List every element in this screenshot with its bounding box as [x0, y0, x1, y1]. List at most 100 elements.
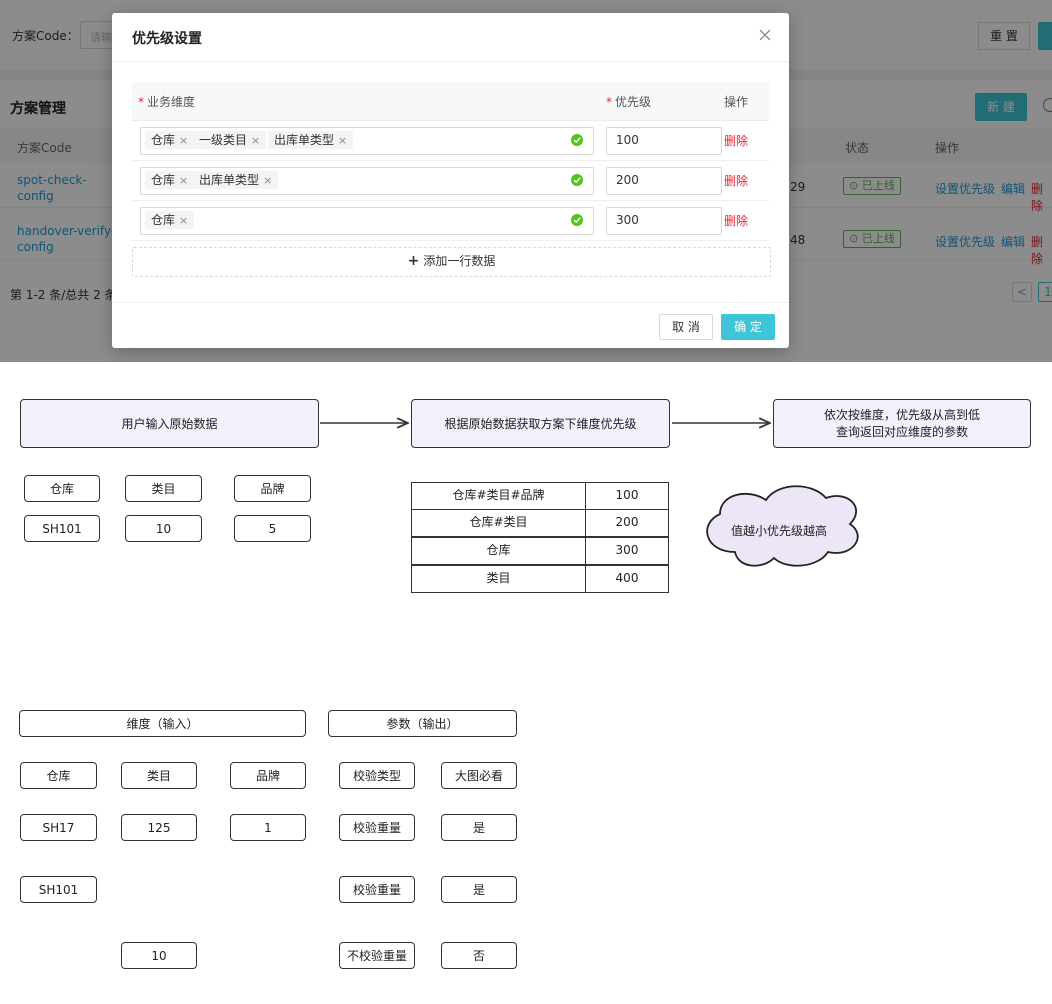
- dimension-header: *业务维度: [138, 95, 196, 109]
- priority-key-cell: 类目: [411, 565, 586, 593]
- input-header-brand: 品牌: [234, 475, 311, 502]
- priority-value-cell: 200: [585, 509, 669, 537]
- dim-cell: 125: [121, 814, 197, 841]
- modal-footer: 取 消 确 定: [112, 302, 789, 349]
- param-cell: 校验重量: [339, 876, 415, 903]
- tag-remove-icon[interactable]: ×: [179, 134, 189, 147]
- modal-title: 优先级设置: [132, 31, 202, 47]
- check-circle-icon: [571, 134, 583, 146]
- cancel-button[interactable]: 取 消: [659, 314, 713, 340]
- priority-settings-modal: 优先级设置 *业务维度 *优先级 操作 仓库× 一级类目× 出库单类型× 100…: [112, 13, 789, 348]
- param-cell: 是: [441, 814, 517, 841]
- cloud-shape: [706, 485, 859, 567]
- dimension-select[interactable]: 仓库× 一级类目× 出库单类型×: [140, 127, 594, 155]
- cloud-note: 值越小优先级越高: [731, 524, 828, 538]
- priority-row: 仓库× 出库单类型× 200 删除: [132, 160, 769, 201]
- priority-value-cell: 300: [585, 537, 669, 565]
- check-circle-icon: [571, 214, 583, 226]
- priority-row: 仓库× 300 删除: [132, 200, 769, 241]
- set-priority-link[interactable]: 设置优先级: [935, 182, 996, 196]
- plan-code-link[interactable]: spot-check-config: [17, 173, 87, 203]
- input-value-brand: 5: [234, 515, 311, 542]
- check-circle-icon: [571, 174, 583, 186]
- dim-col-warehouse: 仓库: [20, 762, 97, 789]
- confirm-button[interactable]: 确 定: [721, 314, 775, 340]
- priority-value-cell: 100: [585, 482, 669, 510]
- reset-button[interactable]: 重 置: [978, 22, 1030, 50]
- list-title: 方案管理: [10, 101, 66, 117]
- dimension-tag: 仓库×: [145, 211, 195, 229]
- priority-input[interactable]: 200: [606, 167, 722, 195]
- tag-remove-icon[interactable]: ×: [179, 214, 189, 227]
- input-value-category: 10: [125, 515, 202, 542]
- priority-input[interactable]: 100: [606, 127, 722, 155]
- tag-remove-icon[interactable]: ×: [263, 174, 273, 187]
- actions-header: 操作: [724, 95, 749, 109]
- priority-value-cell: 400: [585, 565, 669, 593]
- input-header-category: 类目: [125, 475, 202, 502]
- dim-cell: SH17: [20, 814, 97, 841]
- edit-link[interactable]: 编辑: [1001, 235, 1026, 249]
- priority-row: 仓库× 一级类目× 出库单类型× 100 删除: [132, 120, 769, 161]
- dim-col-category: 类目: [121, 762, 197, 789]
- delete-link[interactable]: 删除: [1031, 182, 1044, 213]
- dimension-select[interactable]: 仓库×: [140, 207, 594, 235]
- search-label: 方案Code：: [12, 29, 79, 43]
- step-priority-box: 根据原始数据获取方案下维度优先级: [411, 399, 670, 448]
- param-cell: 是: [441, 876, 517, 903]
- param-cell: 不校验重量: [339, 942, 415, 969]
- close-icon[interactable]: [755, 25, 775, 45]
- dim-cell: 1: [230, 814, 306, 841]
- set-priority-link[interactable]: 设置优先级: [935, 235, 996, 249]
- edit-link[interactable]: 编辑: [1001, 182, 1026, 196]
- priority-header: *优先级: [606, 95, 652, 109]
- delete-row-link[interactable]: 删除: [724, 214, 749, 228]
- param-col-image-required: 大图必看: [441, 762, 517, 789]
- flow-diagram: 用户输入原始数据 根据原始数据获取方案下维度优先级 依次按维度，优先级从高到低查…: [0, 362, 1052, 1004]
- priority-key-cell: 仓库#类目: [411, 509, 586, 537]
- input-value-warehouse: SH101: [24, 515, 100, 542]
- tag-remove-icon[interactable]: ×: [338, 134, 348, 147]
- dimension-tag: 出库单类型×: [268, 131, 354, 149]
- dimension-tag: 出库单类型×: [193, 171, 279, 189]
- page-1-button[interactable]: 1: [1038, 282, 1052, 302]
- step-input-box: 用户输入原始数据: [20, 399, 319, 448]
- plus-icon: +: [407, 253, 420, 269]
- dimension-tag: 一级类目×: [193, 131, 267, 149]
- parameter-output-header: 参数（输出）: [328, 710, 517, 737]
- new-button[interactable]: 新 建: [975, 93, 1027, 121]
- add-row-button[interactable]: +添加一行数据: [132, 247, 771, 277]
- delete-row-link[interactable]: 删除: [724, 134, 749, 148]
- plan-code-link[interactable]: handover-verify-config: [17, 224, 116, 254]
- dimension-tag: 仓库×: [145, 131, 195, 149]
- query-button[interactable]: [1038, 22, 1052, 50]
- dim-cell: 10: [121, 942, 197, 969]
- priority-key-cell: 仓库#类目#品牌: [411, 482, 586, 510]
- flow-arrows: [320, 362, 859, 567]
- search-code-input[interactable]: 请输: [80, 21, 140, 49]
- priority-input[interactable]: 300: [606, 207, 722, 235]
- status-badge: ⊙ 已上线: [843, 177, 901, 195]
- tag-remove-icon[interactable]: ×: [179, 174, 189, 187]
- page-prev-button[interactable]: <: [1012, 282, 1032, 302]
- background-app: 方案Code： 请输 重 置 方案管理 新 建 方案Code 状态 操作 spo…: [0, 0, 1052, 362]
- delete-row-link[interactable]: 删除: [724, 174, 749, 188]
- dim-col-brand: 品牌: [230, 762, 306, 789]
- priority-table-header: *业务维度 *优先级 操作: [132, 82, 769, 121]
- priority-key-cell: 仓库: [411, 537, 586, 565]
- input-header-warehouse: 仓库: [24, 475, 100, 502]
- pagination-text: 第 1-2 条/总共 2 条: [10, 288, 117, 302]
- param-cell: 否: [441, 942, 517, 969]
- status-badge: ⊙ 已上线: [843, 230, 901, 248]
- param-col-check-type: 校验类型: [339, 762, 415, 789]
- dimension-select[interactable]: 仓库× 出库单类型×: [140, 167, 594, 195]
- tag-remove-icon[interactable]: ×: [251, 134, 261, 147]
- dimension-input-header: 维度（输入）: [19, 710, 306, 737]
- step-query-box: 依次按维度，优先级从高到低查询返回对应维度的参数: [773, 399, 1031, 448]
- dim-cell: SH101: [20, 876, 97, 903]
- dimension-tag: 仓库×: [145, 171, 195, 189]
- modal-header: 优先级设置: [112, 13, 789, 62]
- refresh-icon[interactable]: [1043, 98, 1052, 112]
- delete-link[interactable]: 删除: [1031, 235, 1044, 266]
- param-cell: 校验重量: [339, 814, 415, 841]
